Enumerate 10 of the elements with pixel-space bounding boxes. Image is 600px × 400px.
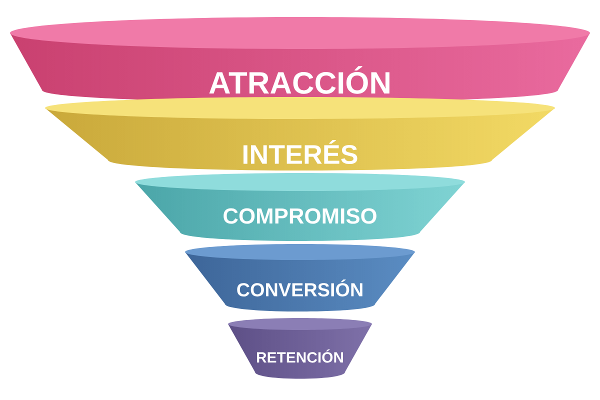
funnel-layer: INTERÉS	[45, 97, 555, 164]
funnel-layer: ATRACCIÓN	[10, 17, 590, 94]
node-label: CONVERSIÓN	[237, 280, 362, 296]
node-label: RETENCIÓN	[257, 349, 343, 363]
node-label: ATRACCIÓN	[209, 66, 390, 94]
funnel-layer: COMPROMISO	[135, 173, 465, 224]
node-label: COMPROMISO	[224, 208, 376, 224]
funnel-layer: RETENCIÓN	[228, 318, 372, 363]
node-label: INTERÉS	[244, 140, 358, 164]
funnel-layer: CONVERSIÓN	[185, 244, 415, 296]
